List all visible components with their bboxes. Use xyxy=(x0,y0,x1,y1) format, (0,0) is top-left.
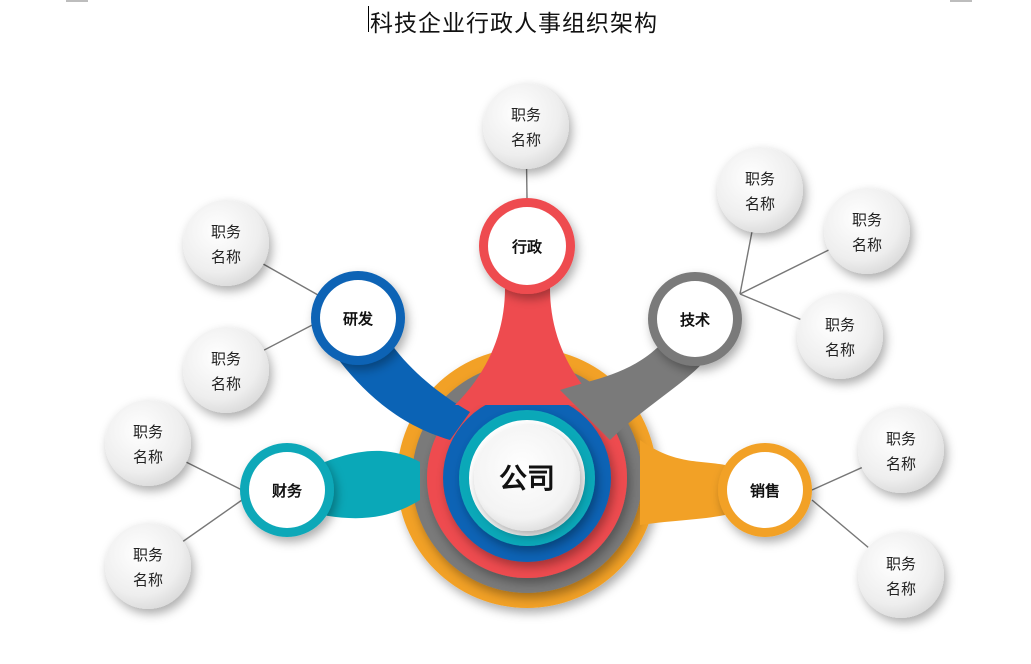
department-inner-rnd xyxy=(320,280,396,356)
department-label-admin: 行政 xyxy=(511,238,543,256)
position-title-text: 职务 xyxy=(133,546,163,564)
position-name-text: 名称 xyxy=(133,571,163,589)
corner-mark-right xyxy=(950,0,972,2)
department-label-sales: 销售 xyxy=(750,482,780,500)
department-label-tech: 技术 xyxy=(680,311,710,329)
position-bubble-shape xyxy=(824,188,910,274)
department-node-finance: 财务 xyxy=(240,443,334,537)
department-label-rnd: 研发 xyxy=(343,310,374,328)
position-title-text: 职务 xyxy=(886,430,916,448)
position-name-text: 名称 xyxy=(886,580,916,598)
position-bubble-shape xyxy=(105,523,191,609)
stem-sales xyxy=(640,440,725,525)
position-bubble-shape xyxy=(183,327,269,413)
company-label: 公司 xyxy=(499,462,555,495)
position-bubble-shape xyxy=(858,407,944,493)
department-inner-admin xyxy=(488,207,566,285)
department-inner-tech xyxy=(657,281,733,357)
position-name-text: 名称 xyxy=(211,248,241,266)
position-bubble-shape xyxy=(858,532,944,618)
stem-admin xyxy=(455,288,600,405)
position-name-text: 名称 xyxy=(133,448,163,466)
department-inner-finance xyxy=(249,452,325,528)
corner-mark-left xyxy=(66,0,88,2)
department-node-sales: 销售 xyxy=(718,443,812,537)
text-cursor xyxy=(368,6,369,32)
position-bubble-shape xyxy=(483,83,569,169)
company-node: 公司 xyxy=(461,412,593,544)
document-title[interactable]: 科技企业行政人事组织架构 xyxy=(370,11,658,37)
position-bubble-shape xyxy=(183,200,269,286)
department-node-admin: 行政 xyxy=(479,198,575,294)
department-inner-sales xyxy=(727,452,803,528)
stem-rnd xyxy=(335,345,470,440)
position-name-text: 名称 xyxy=(511,131,541,149)
position-name-text: 名称 xyxy=(825,341,855,359)
position-title-text: 职务 xyxy=(745,170,775,188)
position-title-text: 职务 xyxy=(886,555,916,573)
position-title-text: 职务 xyxy=(211,223,241,241)
position-name-text: 名称 xyxy=(886,455,916,473)
department-node-rnd: 研发 xyxy=(311,271,405,365)
position-name-text: 名称 xyxy=(745,195,775,213)
position-bubble-shape xyxy=(717,147,803,233)
position-title-text: 职务 xyxy=(211,350,241,368)
stem-tech xyxy=(560,345,705,440)
position-title-text: 职务 xyxy=(511,106,541,124)
department-node-tech: 技术 xyxy=(648,272,742,366)
department-stems xyxy=(300,288,725,525)
position-bubble-shape xyxy=(797,293,883,379)
position-bubble-shape xyxy=(105,400,191,486)
position-title-text: 职务 xyxy=(133,423,163,441)
position-name-text: 名称 xyxy=(852,236,882,254)
department-label-finance: 财务 xyxy=(272,482,303,500)
position-title-text: 职务 xyxy=(852,211,882,229)
company-circle xyxy=(474,425,580,531)
position-name-text: 名称 xyxy=(211,375,241,393)
position-title-text: 职务 xyxy=(825,316,855,334)
